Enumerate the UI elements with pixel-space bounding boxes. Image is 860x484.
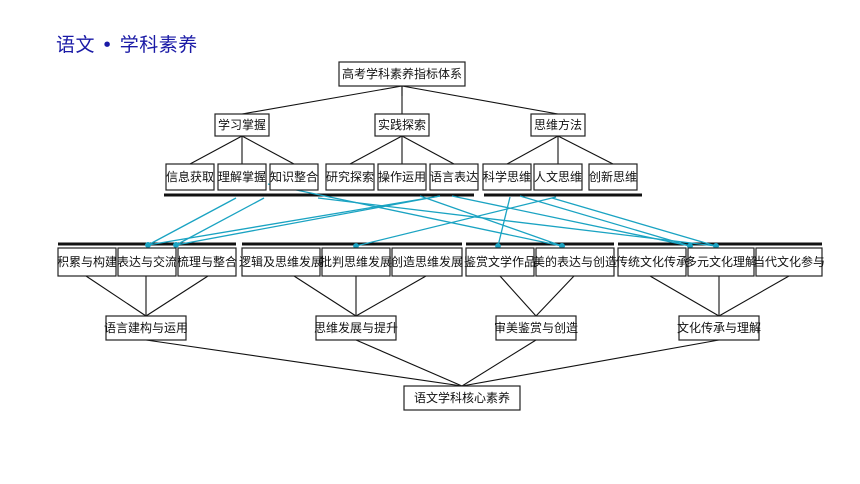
node-group-label: 学习掌握 bbox=[218, 117, 266, 132]
svg-text:人文思维: 人文思维 bbox=[534, 169, 582, 184]
node-indicator: 知识整合 bbox=[269, 163, 319, 191]
node-competency: 文化传承与理解 bbox=[677, 315, 761, 341]
node-component: 批判思维发展 bbox=[320, 247, 392, 277]
svg-text:鉴赏文学作品: 鉴赏文学作品 bbox=[464, 254, 536, 269]
svg-text:知识整合: 知识整合 bbox=[270, 169, 318, 184]
svg-text:信息获取: 信息获取 bbox=[166, 169, 214, 184]
svg-text:创造思维发展: 创造思维发展 bbox=[391, 254, 463, 269]
node-component: 美的表达与创造 bbox=[533, 247, 617, 277]
node-component: 表达与交流 bbox=[117, 247, 177, 277]
svg-text:积累与构建: 积累与构建 bbox=[57, 254, 117, 269]
node-component: 积累与构建 bbox=[57, 247, 117, 277]
svg-text:科学思维: 科学思维 bbox=[483, 169, 531, 184]
node-competency: 思维发展与提升 bbox=[314, 315, 398, 341]
node-component: 梳理与整合 bbox=[177, 247, 237, 277]
svg-text:美的表达与创造: 美的表达与创造 bbox=[533, 254, 617, 269]
header-title: 语文 • 学科素养 bbox=[56, 34, 198, 56]
node-component: 多元文化理解 bbox=[685, 247, 757, 277]
node-component: 当代文化参与 bbox=[753, 247, 825, 277]
node-indicator: 创新思维 bbox=[588, 163, 638, 191]
svg-text:传统文化传承: 传统文化传承 bbox=[616, 254, 688, 269]
svg-text:批判思维发展: 批判思维发展 bbox=[320, 254, 392, 269]
node-top: 高考学科素养指标体系 bbox=[338, 61, 466, 87]
node-core-label: 语文学科核心素养 bbox=[414, 390, 510, 405]
node-group-label: 思维方法 bbox=[534, 117, 582, 132]
node-competency: 审美鉴赏与创造 bbox=[494, 315, 578, 341]
svg-text:语言建构与运用: 语言建构与运用 bbox=[104, 320, 188, 335]
svg-text:研究探索: 研究探索 bbox=[326, 169, 374, 184]
node-group-thinking: 思维方法 bbox=[530, 113, 586, 137]
tree-lines bbox=[85, 85, 790, 387]
svg-text:当代文化参与: 当代文化参与 bbox=[753, 254, 825, 269]
svg-text:语言表达: 语言表达 bbox=[430, 170, 478, 184]
svg-text:理解掌握: 理解掌握 bbox=[218, 169, 266, 184]
node-component: 传统文化传承 bbox=[616, 247, 688, 277]
node-indicator: 信息获取 bbox=[165, 163, 215, 191]
svg-text:逻辑及思维发展: 逻辑及思维发展 bbox=[239, 254, 323, 269]
node-indicator: 理解掌握 bbox=[217, 163, 267, 191]
node-group-practice: 实践探索 bbox=[374, 113, 430, 137]
svg-text:多元文化理解: 多元文化理解 bbox=[685, 254, 757, 269]
svg-text:梳理与整合: 梳理与整合 bbox=[177, 254, 237, 269]
node-indicator: 操作运用 bbox=[377, 163, 427, 191]
svg-text:创新思维: 创新思维 bbox=[589, 169, 637, 184]
svg-text:思维发展与提升: 思维发展与提升 bbox=[314, 320, 398, 335]
svg-text:审美鉴赏与创造: 审美鉴赏与创造 bbox=[494, 320, 578, 335]
svg-text:文化传承与理解: 文化传承与理解 bbox=[677, 320, 761, 335]
node-top-label: 高考学科素养指标体系 bbox=[342, 66, 462, 81]
node-indicator: 语言表达 bbox=[429, 163, 479, 191]
node-component: 创造思维发展 bbox=[391, 247, 463, 277]
node-competency: 语言建构与运用 bbox=[104, 315, 188, 341]
node-component: 鉴赏文学作品 bbox=[464, 247, 536, 277]
node-component: 逻辑及思维发展 bbox=[239, 247, 323, 277]
node-group-label: 实践探索 bbox=[378, 117, 426, 132]
separator-bars bbox=[58, 193, 822, 246]
svg-text:表达与交流: 表达与交流 bbox=[117, 254, 177, 269]
node-indicator: 人文思维 bbox=[533, 163, 583, 191]
node-group-study: 学习掌握 bbox=[214, 113, 270, 137]
node-indicator: 科学思维 bbox=[482, 163, 532, 191]
node-indicator: 研究探索 bbox=[325, 163, 375, 191]
svg-text:操作运用: 操作运用 bbox=[378, 169, 426, 184]
node-core: 语文学科核心素养 bbox=[403, 385, 521, 411]
relationship-connectors bbox=[145, 183, 719, 249]
